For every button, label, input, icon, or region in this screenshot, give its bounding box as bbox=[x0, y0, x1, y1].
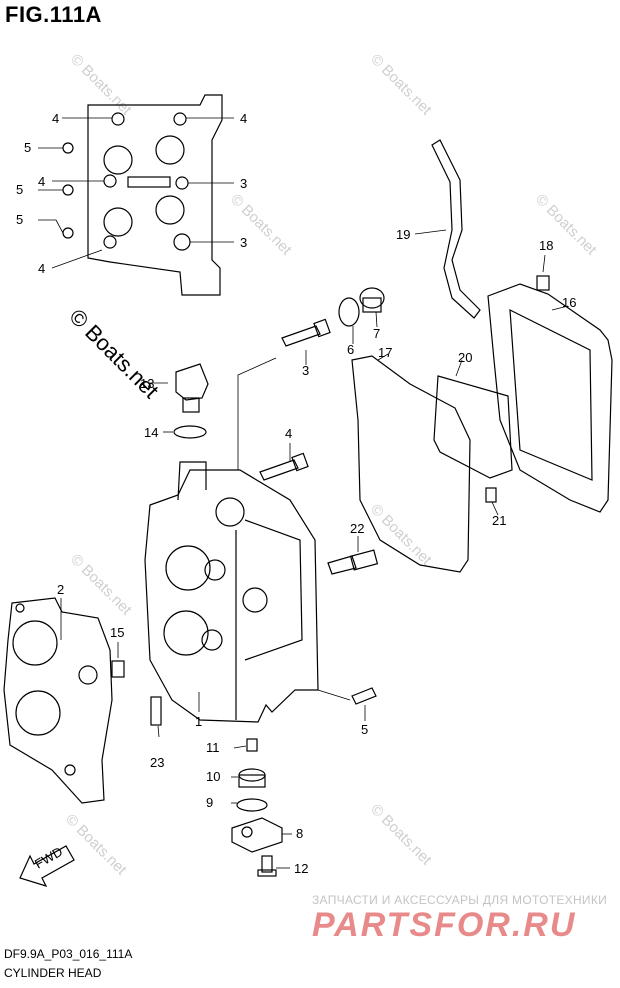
spark-plug bbox=[327, 555, 357, 575]
o-ring bbox=[173, 425, 207, 439]
stud-bolt bbox=[150, 696, 162, 726]
thermostat-cap bbox=[175, 363, 209, 401]
callout-4: 4 bbox=[240, 111, 247, 126]
brand-logo: PARTSFOR.RU bbox=[312, 906, 577, 944]
watermark: © Boats.net bbox=[227, 191, 295, 259]
bolt bbox=[351, 687, 377, 705]
callout-3: 3 bbox=[240, 176, 247, 191]
cylinder-head-cover bbox=[487, 283, 613, 513]
callout-18: 18 bbox=[539, 238, 553, 253]
figure-name: CYLINDER HEAD bbox=[4, 966, 102, 980]
head-gasket bbox=[3, 597, 113, 804]
callout-4: 4 bbox=[38, 261, 45, 276]
figure-code: DF9.9A_P03_016_111A bbox=[4, 947, 133, 961]
callout-16: 16 bbox=[562, 295, 576, 310]
cylinder-head-face-view bbox=[87, 94, 223, 296]
seal-ring bbox=[338, 297, 360, 327]
callout-15: 15 bbox=[110, 625, 124, 640]
cap bbox=[231, 817, 283, 853]
callout-17: 17 bbox=[378, 345, 392, 360]
callout-5: 5 bbox=[361, 722, 368, 737]
head-bolt bbox=[281, 325, 321, 347]
callout-4: 4 bbox=[52, 111, 59, 126]
cover-gasket bbox=[351, 355, 471, 573]
bolt bbox=[261, 855, 273, 873]
callout-7: 7 bbox=[373, 326, 380, 341]
callout-5: 5 bbox=[16, 182, 23, 197]
callout-1: 1 bbox=[195, 714, 202, 729]
watermark: © Boats.net bbox=[367, 51, 435, 119]
callout-20: 20 bbox=[458, 350, 472, 365]
callout-12: 12 bbox=[294, 861, 308, 876]
callout-8: 8 bbox=[296, 826, 303, 841]
breather-hose bbox=[431, 139, 481, 319]
callout-14: 14 bbox=[144, 425, 158, 440]
baffle-plate bbox=[433, 375, 513, 479]
bolt bbox=[536, 275, 550, 291]
callout-11: 11 bbox=[206, 740, 220, 755]
callout-5: 5 bbox=[16, 212, 23, 227]
callout-6: 6 bbox=[347, 342, 354, 357]
callout-19: 19 bbox=[396, 227, 410, 242]
callout-4: 4 bbox=[285, 426, 292, 441]
o-ring bbox=[236, 798, 268, 812]
callout-13: 13 bbox=[140, 376, 154, 391]
bolt bbox=[485, 487, 497, 503]
cylinder-head bbox=[144, 469, 319, 723]
callout-4: 4 bbox=[38, 174, 45, 189]
callout-10: 10 bbox=[206, 769, 220, 784]
callout-21: 21 bbox=[492, 513, 506, 528]
callout-9: 9 bbox=[206, 795, 213, 810]
callout-22: 22 bbox=[350, 521, 364, 536]
watermark: © Boats.net bbox=[67, 51, 135, 119]
callout-5: 5 bbox=[24, 140, 31, 155]
callout-3: 3 bbox=[302, 363, 309, 378]
callout-23: 23 bbox=[150, 755, 164, 770]
watermark: © Boats.net bbox=[62, 811, 130, 879]
watermark: © Boats.net bbox=[367, 801, 435, 869]
watermark: © Boats.net bbox=[67, 551, 135, 619]
callout-2: 2 bbox=[57, 582, 64, 597]
brand-tagline: ЗАПЧАСТИ И АКСЕССУАРЫ ДЛЯ МОТОТЕХНИКИ bbox=[312, 893, 608, 907]
dowel-pin bbox=[111, 660, 125, 678]
figure-title: FIG.111A bbox=[5, 2, 102, 27]
head-bolt bbox=[259, 459, 299, 481]
bolt bbox=[246, 738, 258, 752]
callout-3: 3 bbox=[240, 235, 247, 250]
fwd-arrow-icon bbox=[19, 845, 75, 887]
oil-filler-plug bbox=[359, 287, 385, 309]
